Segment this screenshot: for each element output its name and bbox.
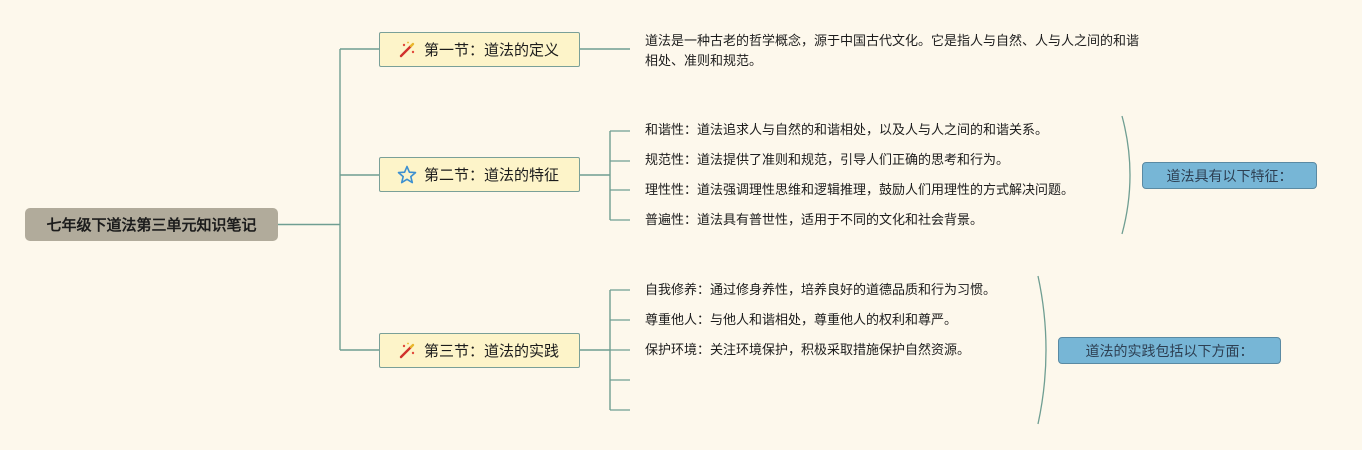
section-practice[interactable]: 第三节：道法的实践	[379, 333, 580, 368]
summary-features[interactable]: 道法具有以下特征：	[1142, 162, 1317, 189]
root-topic[interactable]: 七年级下道法第三单元知识笔记	[25, 208, 278, 241]
summary-features-label: 道法具有以下特征：	[1166, 168, 1293, 185]
section-features-label: 第二节：道法的特征	[424, 166, 560, 184]
detail-rationality[interactable]: 理性性：道法强调理性思维和逻辑推理，鼓励人们用理性的方式解决问题。	[645, 183, 1075, 198]
section-features[interactable]: 第二节：道法的特征	[379, 157, 580, 192]
summary-practice-label: 道法的实践包括以下方面：	[1085, 343, 1254, 360]
detail-harmony[interactable]: 和谐性：道法追求人与自然的和谐相处，以及人与人之间的和谐关系。	[645, 123, 1049, 138]
detail-definition[interactable]: 道法是一种古老的哲学概念，源于中国古代文化。它是指人与自然、人与人之间的和谐相处…	[645, 34, 1140, 69]
detail-protect-environment[interactable]: 保护环境：关注环境保护，积极采取措施保护自然资源。	[645, 343, 971, 358]
detail-respect-others[interactable]: 尊重他人：与他人和谐相处，尊重他人的权利和尊严。	[645, 313, 958, 328]
detail-normativity[interactable]: 规范性：道法提供了准则和规范，引导人们正确的思考和行为。	[645, 153, 1010, 168]
section-definition[interactable]: 第一节：道法的定义	[379, 32, 580, 67]
magic-wand-icon	[396, 39, 418, 61]
summary-practice[interactable]: 道法的实践包括以下方面：	[1058, 337, 1281, 364]
detail-self-cultivation[interactable]: 自我修养：通过修身养性，培养良好的道德品质和行为习惯。	[645, 283, 997, 298]
section-practice-label: 第三节：道法的实践	[424, 342, 560, 360]
section-definition-label: 第一节：道法的定义	[424, 41, 560, 59]
detail-universality[interactable]: 普遍性：道法具有普世性，适用于不同的文化和社会背景。	[645, 213, 984, 228]
root-topic-label: 七年级下道法第三单元知识笔记	[46, 216, 257, 234]
star-icon	[396, 164, 418, 186]
magic-wand-icon	[396, 340, 418, 362]
